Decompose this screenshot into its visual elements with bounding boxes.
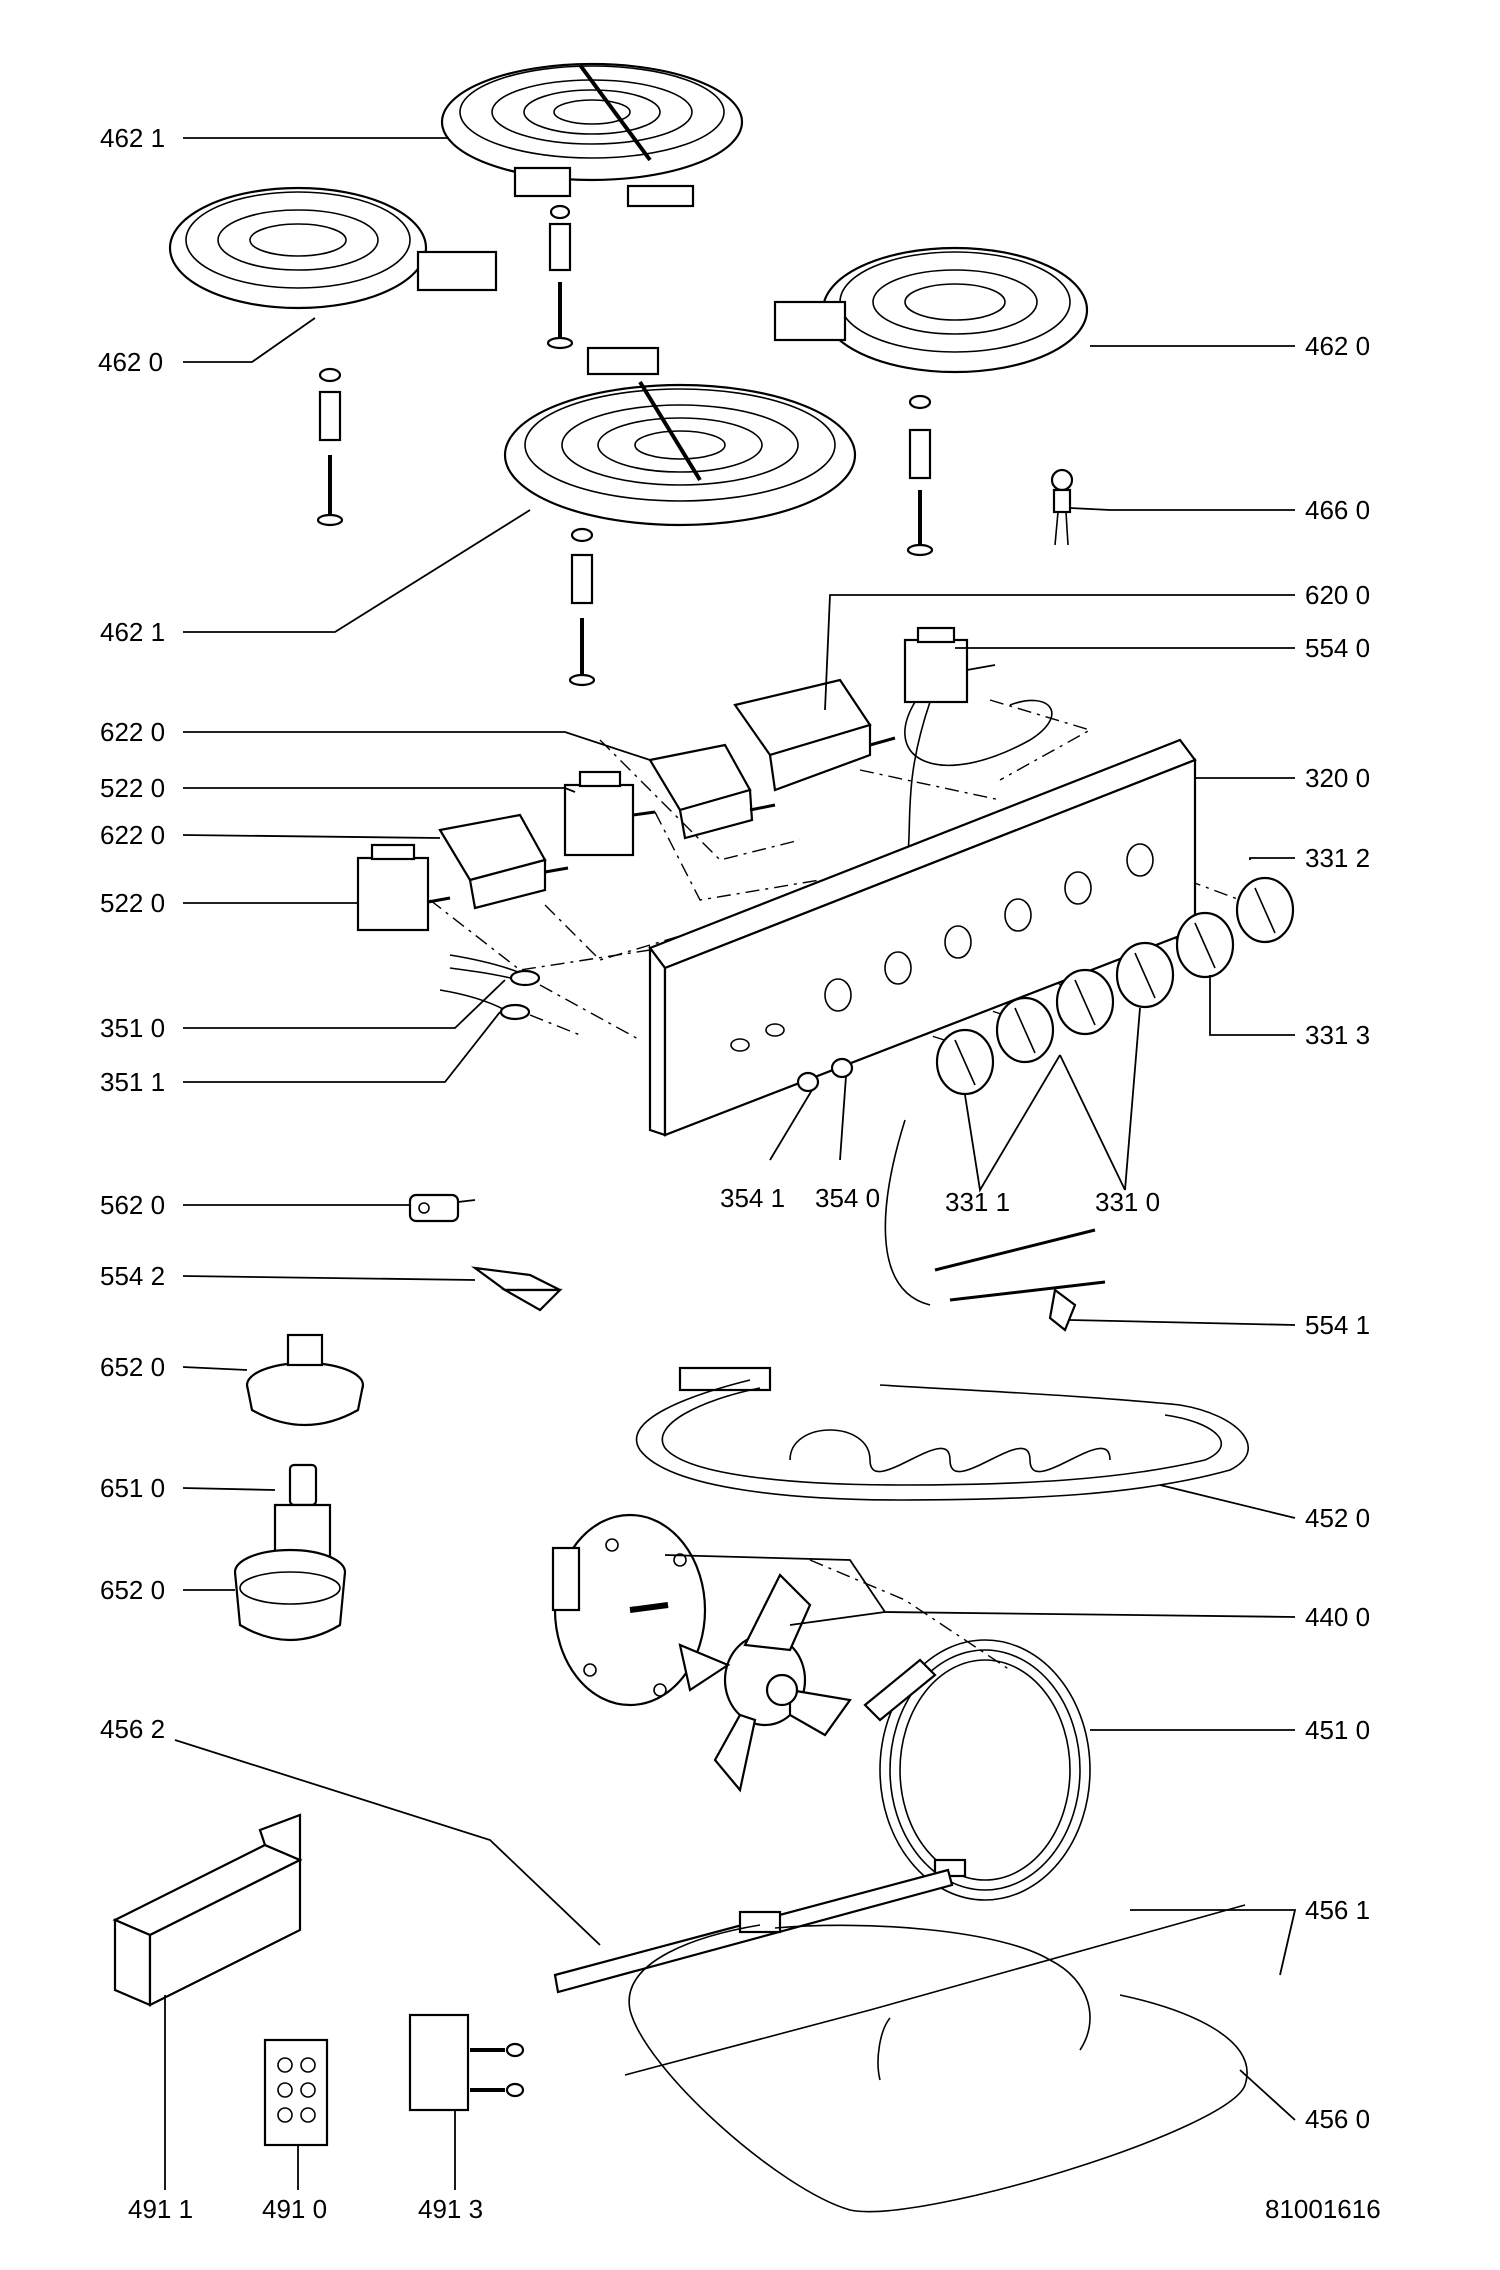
hotplate-middle-large	[503, 346, 857, 527]
hotplate-top-large	[440, 62, 744, 208]
hotplate-fixings	[316, 204, 934, 687]
label-331-1: 331 1	[945, 1187, 1010, 1217]
label-354-1: 354 1	[720, 1183, 785, 1213]
label-554-0: 554 0	[1305, 633, 1370, 663]
label-522-0-b: 522 0	[100, 888, 165, 918]
label-456-0: 456 0	[1305, 2104, 1370, 2134]
pilot-lamp	[1050, 468, 1074, 546]
hotplate-right	[773, 246, 1089, 374]
label-554-1: 554 1	[1305, 1310, 1370, 1340]
selector-switch-620-0	[733, 678, 896, 792]
label-620-0: 620 0	[1305, 580, 1370, 610]
label-652-0-b: 652 0	[100, 1575, 165, 1605]
label-451-0: 451 0	[1305, 1715, 1370, 1745]
circular-element-451-0	[863, 1639, 1091, 1901]
label-452-0: 452 0	[1305, 1503, 1370, 1533]
label-622-0-b: 622 0	[100, 820, 165, 850]
label-462-1-top: 462 1	[100, 123, 165, 153]
control-knobs-331	[935, 876, 1295, 1096]
oven-sensor-554-1	[884, 1119, 1106, 1332]
thermostat-554-0	[903, 626, 1053, 871]
terminal-block-491-0	[263, 2038, 329, 2147]
fan-motor-440-0	[551, 1513, 707, 1707]
label-462-0-right: 462 0	[1305, 331, 1370, 361]
label-466-0: 466 0	[1305, 495, 1370, 525]
wiring-connectors-351	[439, 954, 541, 1021]
bottom-element-456	[553, 1868, 1248, 2213]
grill-element-452-0	[635, 1366, 1249, 1501]
thermal-cutout-562-0	[408, 1193, 476, 1223]
label-354-0: 354 0	[815, 1183, 880, 1213]
callout-labels: 462 1 462 0 462 0 466 0 462 1 620 0 554 …	[98, 123, 1381, 2224]
energy-regulator-522-0-a	[563, 770, 656, 857]
label-331-0: 331 0	[1095, 1187, 1160, 1217]
label-491-3: 491 3	[418, 2194, 483, 2224]
leader-lines	[164, 137, 1297, 2190]
label-491-1: 491 1	[128, 2194, 193, 2224]
selector-switch-622-0-b	[438, 813, 569, 910]
fuse-554-2	[470, 1266, 563, 1312]
label-554-2: 554 2	[100, 1261, 165, 1291]
label-562-0: 562 0	[100, 1190, 165, 1220]
label-456-2: 456 2	[100, 1714, 165, 1744]
label-622-0-a: 622 0	[100, 717, 165, 747]
label-522-0-a: 522 0	[100, 773, 165, 803]
label-320-0: 320 0	[1305, 763, 1370, 793]
label-331-3: 331 3	[1305, 1020, 1370, 1050]
fan-blade-440-0	[678, 1573, 852, 1793]
label-440-0: 440 0	[1305, 1602, 1370, 1632]
hotplate-left	[168, 186, 498, 310]
label-651-0: 651 0	[100, 1473, 165, 1503]
label-652-0-a: 652 0	[100, 1352, 165, 1382]
label-462-0-left: 462 0	[98, 347, 163, 377]
label-491-0: 491 0	[262, 2194, 327, 2224]
cable-clamp-491-3	[408, 2013, 525, 2112]
energy-regulator-522-0-b	[356, 843, 451, 932]
control-panel-320-0	[648, 738, 1197, 1137]
label-456-1: 456 1	[1305, 1895, 1370, 1925]
indicator-lenses-354	[796, 1057, 854, 1093]
selector-switch-622-0-a	[648, 743, 776, 840]
label-331-2: 331 2	[1305, 843, 1370, 873]
label-351-1: 351 1	[100, 1067, 165, 1097]
label-462-1-mid: 462 1	[100, 617, 165, 647]
lamp-cover-652-0-a	[245, 1333, 365, 1426]
drawing-number: 81001616	[1265, 2194, 1381, 2224]
label-351-0: 351 0	[100, 1013, 165, 1043]
bracket-491-1	[112, 1813, 303, 2007]
lamp-glass-652-0-b	[233, 1548, 347, 1641]
